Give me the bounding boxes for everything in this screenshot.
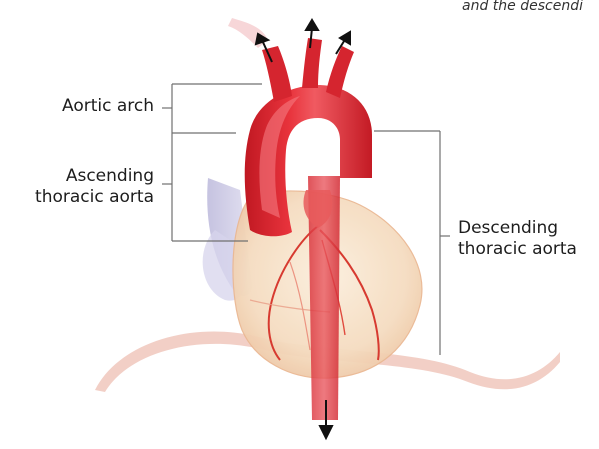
label-aortic-arch: Aortic arch: [62, 96, 154, 117]
left-subclavian: [326, 46, 354, 98]
label-descending-line1: Descending: [458, 218, 577, 239]
brachiocephalic-artery: [262, 46, 292, 102]
label-descending-thoracic-aorta: Descending thoracic aorta: [458, 218, 577, 260]
label-aortic-arch-text: Aortic arch: [62, 96, 154, 116]
label-descending-line2: thoracic aorta: [458, 239, 577, 260]
neck-vessel-faint: [228, 18, 268, 48]
caption-text: and the descendi: [462, 0, 583, 14]
label-ascending-line2: thoracic aorta: [35, 187, 154, 208]
label-ascending-thoracic-aorta: Ascending thoracic aorta: [35, 166, 154, 208]
label-ascending-line1: Ascending: [35, 166, 154, 187]
left-common-carotid: [302, 38, 322, 88]
arrow-icon: [256, 34, 272, 62]
